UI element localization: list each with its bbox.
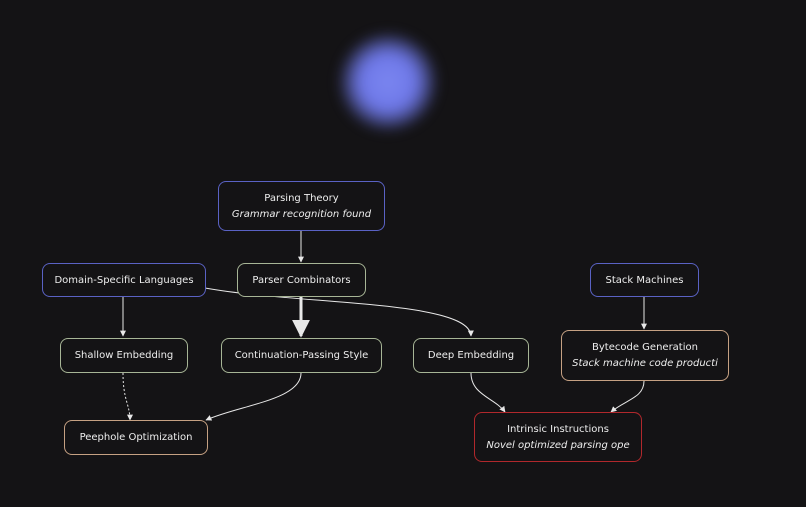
node-title: Parser Combinators bbox=[252, 274, 351, 286]
node-parsing-theory[interactable]: Parsing Theory Grammar recognition found bbox=[218, 181, 385, 231]
node-stack-machines[interactable]: Stack Machines bbox=[590, 263, 699, 297]
node-bytecode-generation[interactable]: Bytecode Generation Stack machine code p… bbox=[561, 330, 729, 381]
node-intrinsic-instructions[interactable]: Intrinsic Instructions Novel optimized p… bbox=[474, 412, 642, 462]
node-title: Bytecode Generation bbox=[592, 342, 698, 353]
node-title: Peephole Optimization bbox=[79, 432, 193, 443]
node-title: Domain-Specific Languages bbox=[54, 274, 194, 286]
node-title: Parsing Theory bbox=[264, 192, 339, 204]
node-shallow-embedding[interactable]: Shallow Embedding bbox=[60, 338, 188, 373]
node-continuation-passing-style[interactable]: Continuation-Passing Style bbox=[221, 338, 382, 373]
edge-cps-to-peephole bbox=[205, 372, 302, 421]
node-subtitle: Grammar recognition found bbox=[231, 208, 372, 220]
node-domain-specific-languages[interactable]: Domain-Specific Languages bbox=[42, 263, 206, 297]
node-deep-embedding[interactable]: Deep Embedding bbox=[413, 338, 529, 373]
node-title: Deep Embedding bbox=[427, 350, 515, 361]
node-title: Stack Machines bbox=[605, 274, 684, 286]
node-subtitle: Novel optimized parsing ope bbox=[486, 439, 630, 451]
node-peephole-optimization[interactable]: Peephole Optimization bbox=[64, 420, 208, 455]
node-parser-combinators[interactable]: Parser Combinators bbox=[237, 263, 366, 297]
node-title: Intrinsic Instructions bbox=[507, 423, 609, 435]
edge-shallow-embedding-to-peephole bbox=[122, 372, 133, 421]
node-title: Continuation-Passing Style bbox=[234, 350, 369, 361]
node-subtitle: Stack machine code producti bbox=[572, 358, 718, 369]
edge-bytecode-generation-to-intrinsic bbox=[610, 380, 645, 413]
edge-deep-embedding-to-intrinsic bbox=[470, 372, 506, 413]
node-title: Shallow Embedding bbox=[74, 350, 174, 361]
glow-orb bbox=[338, 32, 438, 132]
